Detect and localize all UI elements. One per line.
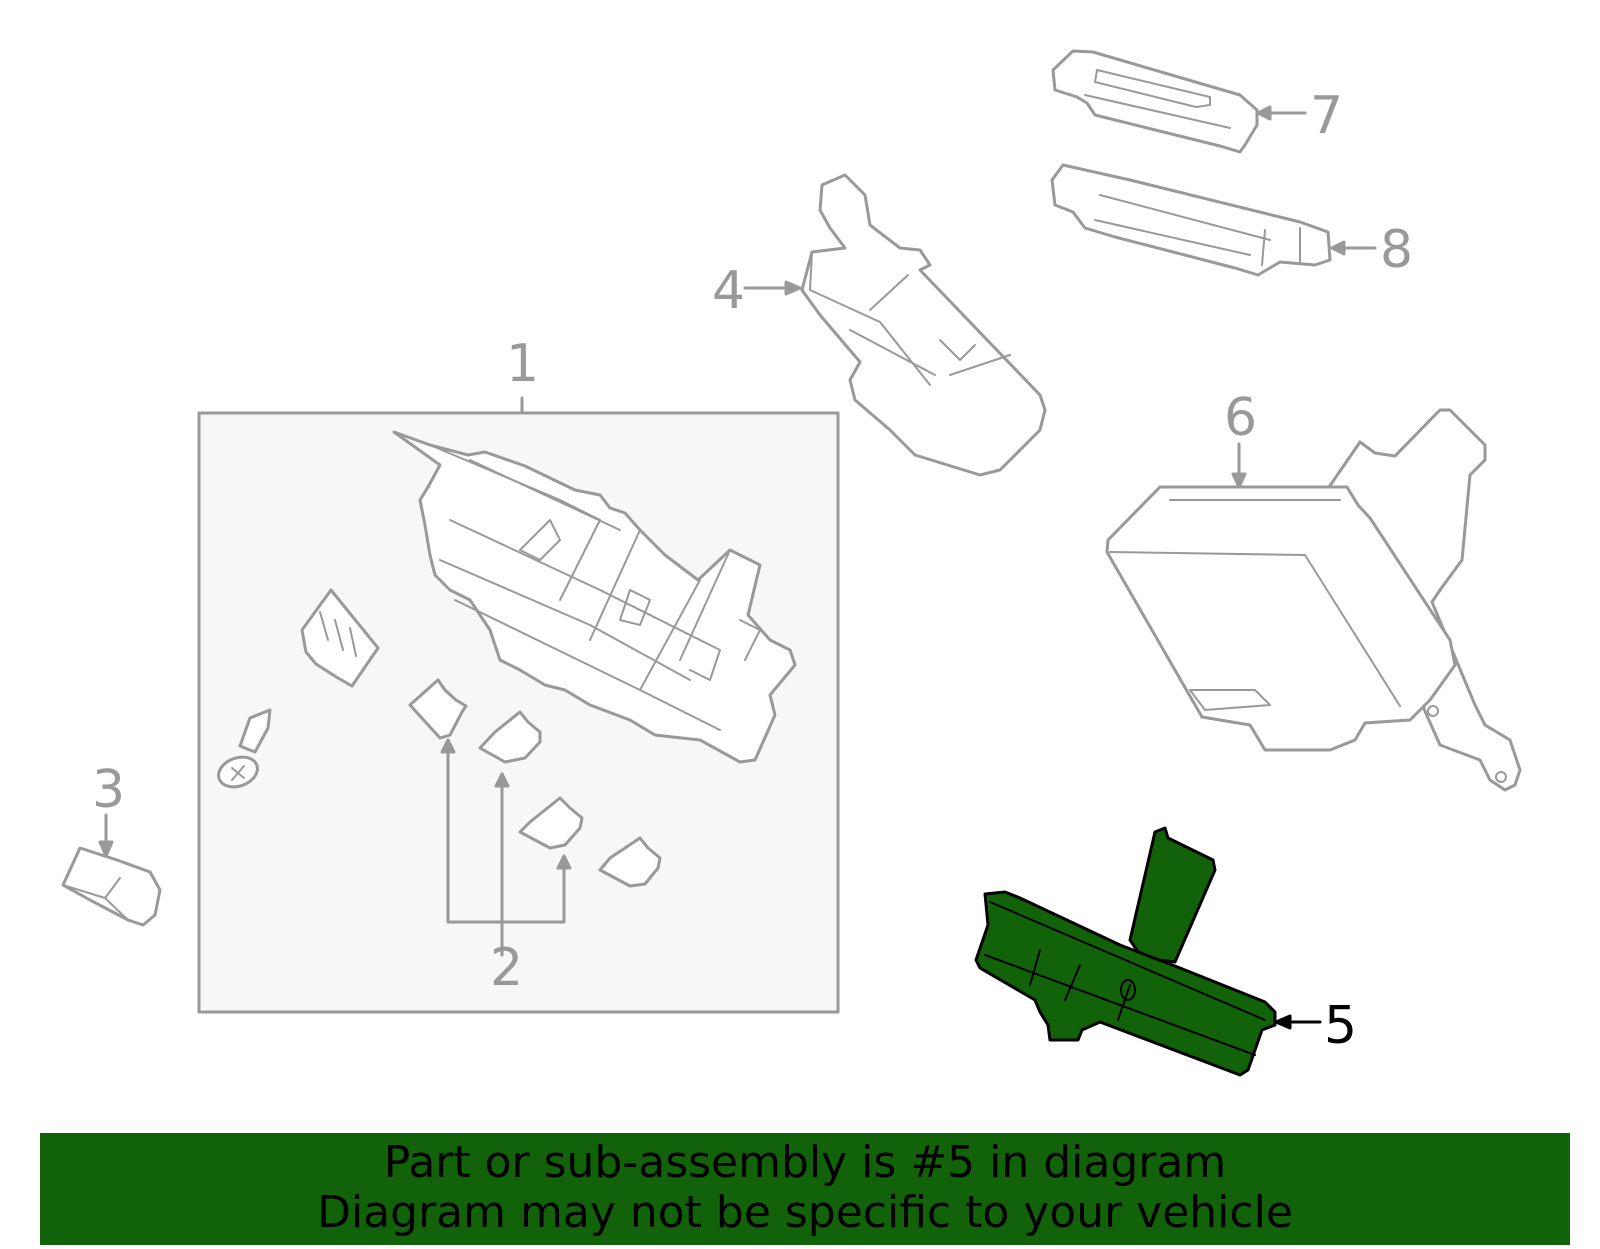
callout-3: 3	[92, 760, 126, 820]
callout-5: 5	[1324, 996, 1358, 1056]
callout-2: 2	[490, 938, 524, 998]
callout-1: 1	[506, 334, 540, 394]
part-7-leader	[1256, 105, 1307, 121]
part-5-leader	[1274, 1014, 1322, 1030]
part-3-leader	[98, 813, 114, 858]
callout-7: 7	[1310, 86, 1344, 146]
parts-diagram: 1 2 3 4 5 6 7 8	[61, 49, 1522, 1077]
part-6-control-unit[interactable]	[1105, 408, 1522, 792]
part-6-leader	[1231, 442, 1247, 489]
part-5-bracket[interactable]	[974, 826, 1277, 1077]
part-3-cap[interactable]	[61, 846, 162, 927]
part-8-key-fob[interactable]	[1050, 163, 1332, 277]
info-banner: Part or sub-assembly is #5 in diagram Di…	[40, 1133, 1570, 1245]
part-1-clip	[300, 588, 380, 688]
part-8-leader	[1330, 240, 1377, 256]
banner-line-2: Diagram may not be specific to your vehi…	[317, 1187, 1293, 1238]
part-4-key-module[interactable]	[800, 173, 1047, 477]
callout-8: 8	[1380, 220, 1414, 280]
part-2-leader-lines	[440, 738, 572, 957]
part-4-leader	[743, 280, 802, 296]
part-2-clips[interactable]	[408, 678, 662, 888]
part-7-key-fob[interactable]	[1051, 49, 1259, 154]
callout-4: 4	[712, 261, 746, 321]
callout-6: 6	[1224, 388, 1258, 448]
part-1-relay-box[interactable]	[392, 430, 797, 764]
part-1-screw	[217, 708, 272, 789]
banner-line-1: Part or sub-assembly is #5 in diagram	[383, 1137, 1227, 1188]
